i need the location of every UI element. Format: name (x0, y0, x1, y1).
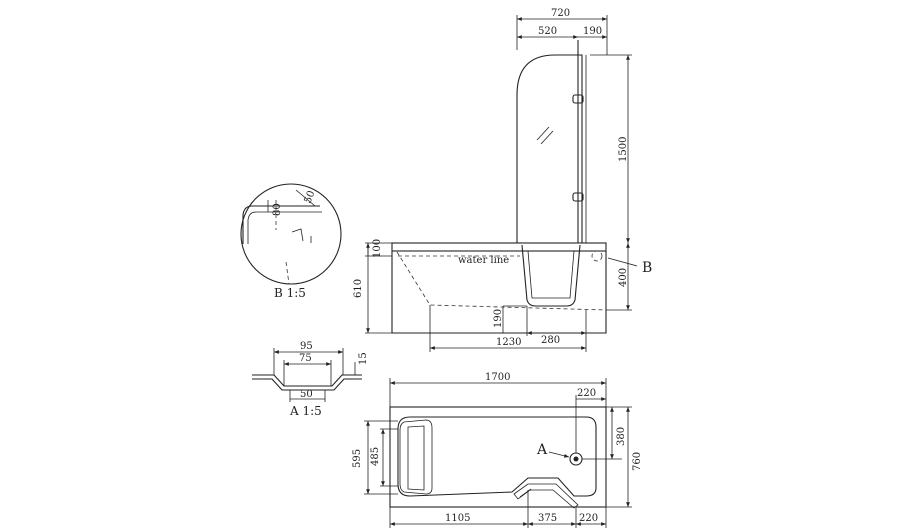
detail-a-dim-75: 75 (299, 353, 312, 364)
detail-a-profile (252, 374, 362, 387)
detail-b-title: B 1:5 (274, 286, 306, 300)
plan-view: A 1700 220 380 760 595 485 1105 37 (352, 372, 643, 528)
hinge-top (572, 94, 584, 104)
dim-plan-depth-outer: 595 (352, 449, 363, 468)
detail-a-dim-50: 50 (300, 389, 313, 400)
dim-plan-top-offset: 220 (577, 388, 596, 399)
water-line-label: water line (458, 255, 509, 266)
dim-rim-height: 100 (372, 239, 383, 258)
dim-plan-width-inner: 380 (616, 427, 627, 446)
dim-plan-bottom-right: 220 (579, 513, 598, 524)
dim-tub-height: 610 (353, 279, 364, 298)
dim-plan-depth-inner: 485 (370, 447, 381, 466)
marker-b: B (642, 260, 652, 276)
plan-basin (397, 416, 597, 497)
tub-door (521, 244, 581, 307)
tub-body (391, 251, 607, 334)
dim-screen-height: 1500 (618, 137, 629, 162)
detail-b-dim-80: 80 (272, 203, 283, 216)
dim-drain-height: 400 (618, 268, 629, 287)
glass-mark (536, 126, 550, 141)
detail-a-view: 95 75 15 50 A 1:5 (252, 341, 369, 418)
dim-plan-bottom-left: 1105 (445, 513, 470, 524)
detail-a-dim-15: 15 (358, 352, 369, 365)
elevation-view: 720 520 190 1500 B water line 100 610 (353, 8, 652, 352)
detail-b-view: 80 50 B 1:5 (240, 183, 342, 300)
dim-screen-panel: 520 (538, 26, 557, 37)
dim-screen-width: 720 (551, 8, 570, 19)
dim-screen-fixed: 190 (583, 26, 602, 37)
dim-plan-length: 1700 (485, 372, 510, 383)
dim-door-length: 1230 (496, 337, 521, 348)
detail-a-title: A 1:5 (289, 404, 322, 418)
plan-outline (389, 406, 607, 508)
tub-rim (391, 242, 607, 252)
hinge-bottom (572, 192, 584, 202)
marker-a: A (536, 442, 548, 458)
detail-a-dim-95: 95 (300, 341, 313, 352)
plan-door (513, 483, 579, 509)
detail-b-circle (240, 183, 342, 285)
dim-plan-width-total: 760 (632, 452, 643, 471)
dim-plan-bottom-mid: 375 (538, 513, 557, 524)
shower-screen (516, 54, 583, 243)
plan-headrest (399, 419, 433, 495)
drain-b (591, 250, 603, 262)
detail-b-dim-50: 50 (303, 189, 318, 205)
dim-door-width: 280 (541, 335, 560, 346)
dim-step-height: 190 (493, 309, 504, 328)
